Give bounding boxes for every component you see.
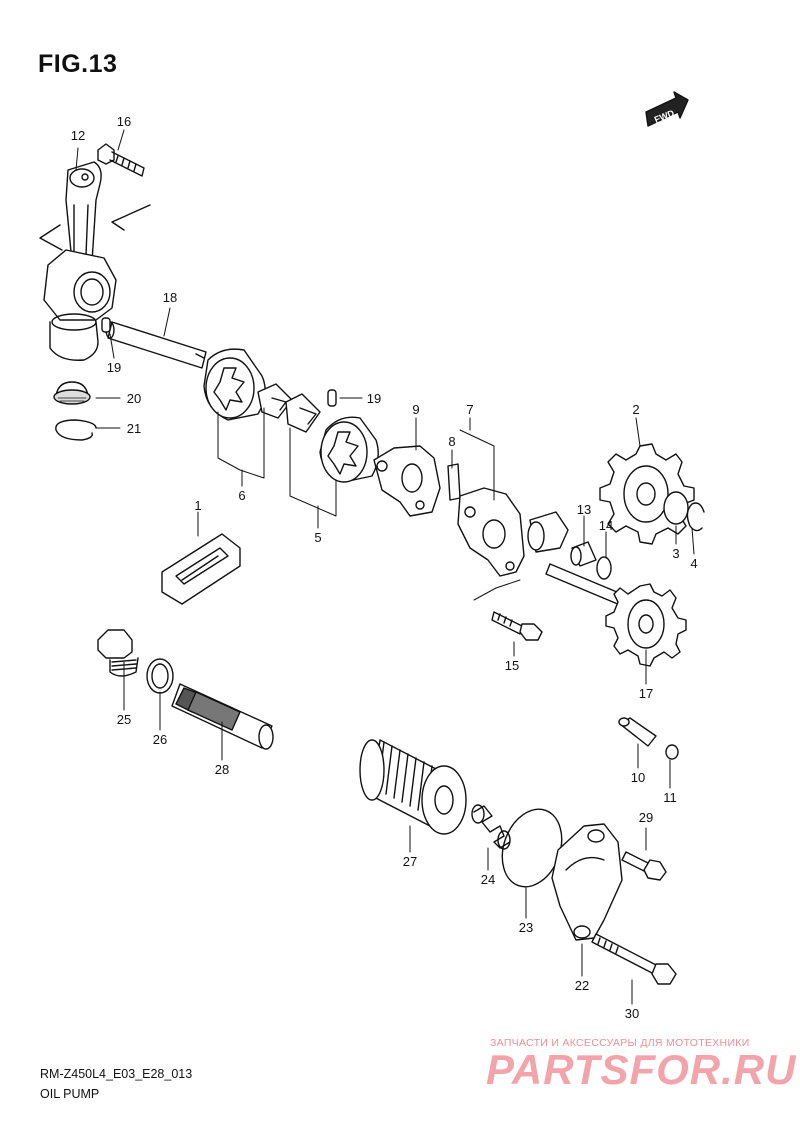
part-29-bolt	[621, 851, 667, 881]
part-19-pin-b	[327, 389, 337, 407]
callout-30: 30	[625, 1006, 639, 1021]
callout-21: 21	[127, 421, 141, 436]
callout-2: 2	[632, 402, 639, 417]
part-7-pump-body	[457, 487, 525, 577]
watermark-logo: PARTSFOR.RU	[486, 1046, 797, 1093]
part-3-washer	[663, 491, 689, 525]
part-5-outer-rotor	[319, 416, 379, 483]
part-16-bolt	[97, 143, 145, 177]
callout-18: 18	[163, 290, 177, 305]
callout-10: 10	[631, 770, 645, 785]
leader-lines	[75, 129, 695, 1005]
part-24-spring	[471, 804, 511, 850]
callout-27: 27	[403, 854, 417, 869]
part-10-jet	[618, 717, 657, 747]
part-11-o-ring	[665, 744, 679, 760]
part-9-plate	[373, 445, 441, 517]
part-21-circlip	[55, 419, 97, 441]
diagram-code: RM-Z450L4_E03_E28_013	[40, 1067, 193, 1081]
callout-28: 28	[215, 762, 229, 777]
part-6-outer-rotor	[203, 348, 266, 421]
figure-title: FIG.13	[38, 50, 118, 78]
part-22-cover	[551, 823, 623, 941]
part-collar	[527, 511, 569, 553]
callout-29: 29	[639, 810, 653, 825]
part-26-washer-hole	[151, 663, 169, 689]
callout-12: 12	[71, 128, 85, 143]
forward-arrow-icon: FWD	[645, 91, 689, 127]
part-1-gasket	[161, 533, 241, 605]
callout-20: 20	[127, 391, 141, 406]
diagram-name: OIL PUMP	[40, 1087, 100, 1101]
callout-23: 23	[519, 920, 533, 935]
callout-25: 25	[117, 712, 131, 727]
part-15-bolt	[491, 611, 543, 641]
callout-15: 15	[505, 658, 519, 673]
part-8-pin	[447, 463, 461, 501]
watermark-caption: ЗАПЧАСТИ И АКСЕССУАРЫ ДЛЯ МОТОТЕХНИКИ	[490, 1037, 750, 1049]
callout-7: 7	[466, 402, 473, 417]
part-19-pin-a	[101, 317, 111, 333]
callout-3: 3	[672, 546, 679, 561]
part-27-oil-filter	[359, 739, 467, 835]
callout-19b: 19	[367, 391, 381, 406]
callout-14: 14	[599, 518, 613, 533]
part-17-gear	[605, 583, 687, 667]
callout-11: 11	[663, 790, 677, 805]
callout-4: 4	[690, 556, 697, 571]
callout-1: 1	[194, 498, 201, 513]
callout-16: 16	[117, 114, 131, 129]
callout-24: 24	[481, 872, 495, 887]
part-13-sleeve	[570, 541, 597, 567]
part-12-lever	[39, 161, 151, 361]
part-30-bolt	[591, 933, 677, 985]
part-25-plug	[97, 629, 139, 677]
callout-9: 9	[412, 402, 419, 417]
callout-17: 17	[639, 686, 653, 701]
callout-26: 26	[153, 732, 167, 747]
part-4-circlip	[686, 502, 705, 532]
callout-6: 6	[238, 488, 245, 503]
callout-5: 5	[314, 530, 321, 545]
callout-labels: 1 2 3 4 5 6 7 8 9 10 11 12 13 14 15 16 1…	[71, 114, 698, 1021]
callout-19a: 19	[107, 360, 121, 375]
part-14-o-ring	[596, 556, 612, 580]
callout-22: 22	[575, 978, 589, 993]
callout-8: 8	[448, 434, 455, 449]
part-inner-rotors	[257, 383, 321, 433]
callout-13: 13	[577, 502, 591, 517]
part-28-screen	[171, 683, 274, 750]
part-20-strainer	[53, 381, 91, 405]
